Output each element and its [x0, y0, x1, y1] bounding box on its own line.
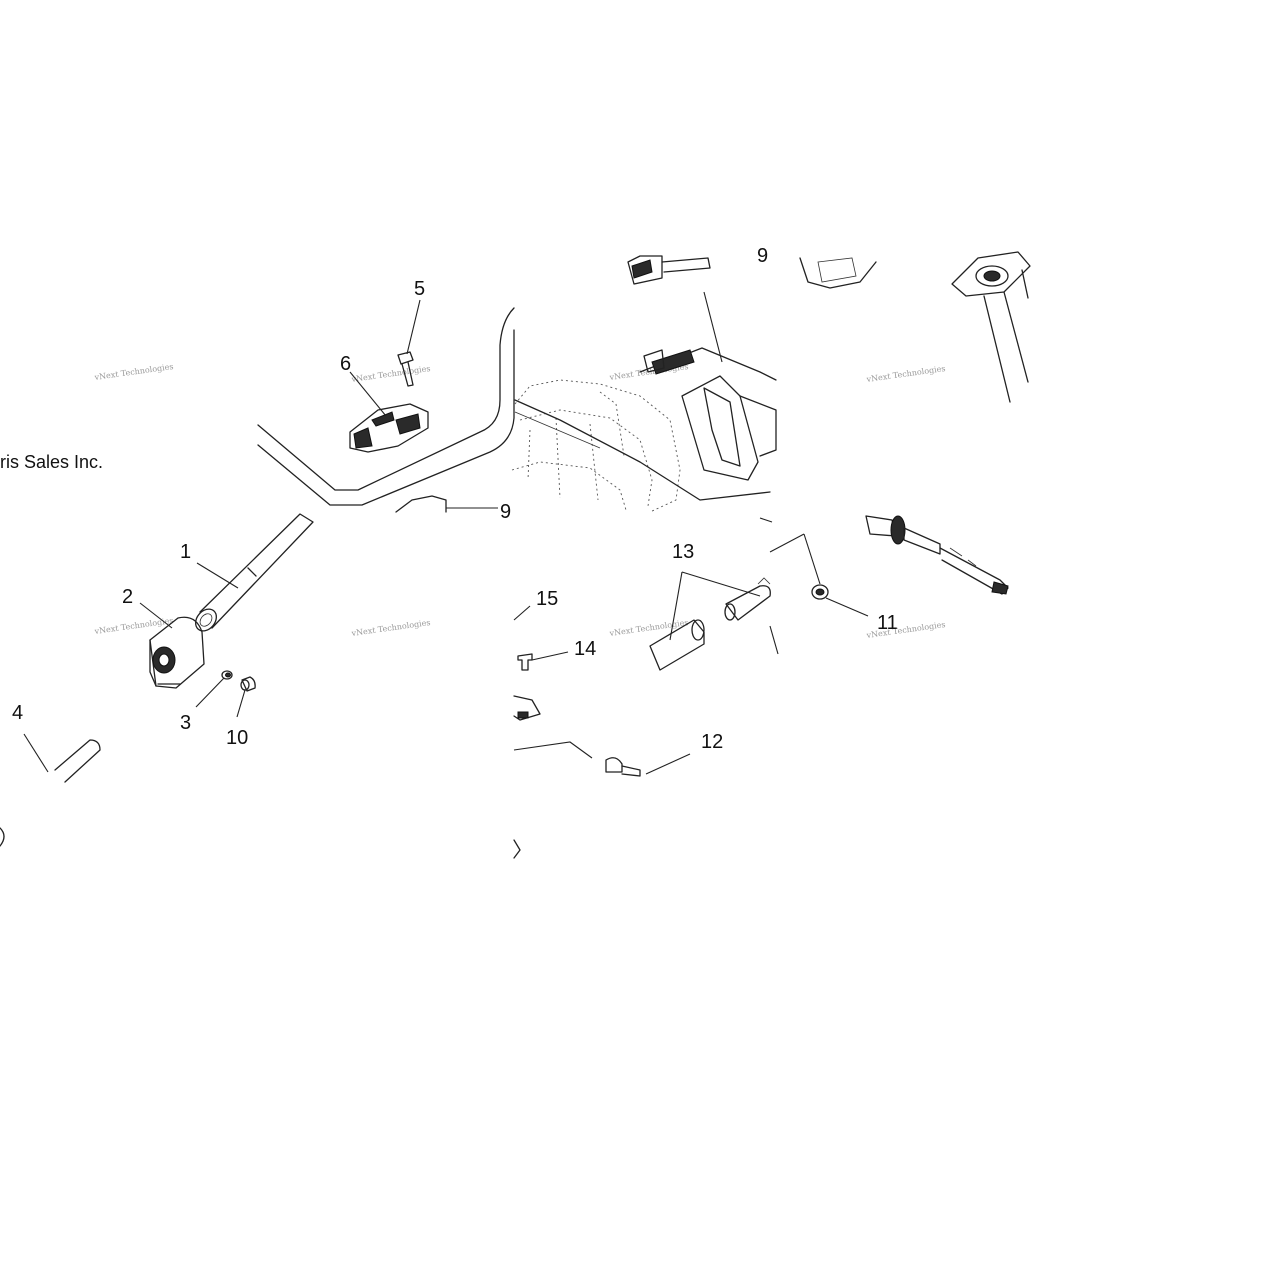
top-bracket [627, 255, 663, 285]
part-13-sleeve [649, 577, 771, 671]
frame-tube-inner [257, 329, 515, 506]
callout-6: 6 [340, 353, 351, 375]
watermark: vNext Technologies [93, 362, 174, 382]
steering-column [951, 251, 1031, 403]
callout-9-right: 9 [757, 245, 768, 267]
part-14-pin [517, 653, 533, 671]
watermark: vNext Technologies [93, 616, 174, 636]
bracket-stub [395, 495, 447, 513]
edge-fragment [513, 839, 521, 859]
top-center-block-detail [817, 257, 857, 283]
part-6-clamp-block [349, 403, 429, 453]
callout-12: 12 [701, 731, 723, 753]
top-bracket-slot [631, 259, 653, 279]
watermark: vNext Technologies [350, 364, 431, 384]
leader-lines-right [513, 291, 869, 775]
callout-4: 4 [12, 702, 23, 724]
left-panel [0, 307, 515, 847]
chassis-body [511, 379, 771, 513]
part-2-bushing-housing [149, 616, 205, 689]
watermark: vNext Technologies [608, 618, 689, 638]
watermark: vNext Technologies [865, 364, 946, 384]
frame-tube-outer [257, 307, 515, 491]
top-center-block [799, 257, 877, 289]
part-3-small-bushing [221, 670, 233, 680]
plate-fragment-slot [517, 711, 529, 719]
part-1-shaft [195, 513, 314, 632]
callout-14: 14 [574, 638, 596, 660]
callout-3: 3 [180, 712, 191, 734]
part-12-bolt [605, 757, 641, 777]
callout-5: 5 [414, 278, 425, 300]
callout-11: 11 [877, 612, 898, 634]
callout-2: 2 [122, 586, 133, 608]
plate-fragment [513, 695, 541, 721]
part-10-cap [240, 676, 256, 692]
top-bracket-arm [661, 257, 711, 273]
callout-9-left: 9 [500, 501, 511, 523]
right-panel [511, 251, 1031, 859]
callout-1: 1 [180, 541, 191, 563]
copyright-text: ris Sales Inc. [0, 452, 103, 472]
leader-lines-left [23, 299, 498, 773]
watermark: vNext Technologies [350, 618, 431, 638]
part-5-bolt [397, 351, 414, 387]
column-support-bracket [639, 347, 777, 481]
shift-linkage [865, 515, 1009, 595]
callout-10: 10 [226, 727, 248, 749]
callout-13: 13 [672, 541, 694, 563]
part-11-nut [811, 584, 829, 600]
callout-labels: 1 2 3 4 5 6 9 9 10 11 12 13 14 15 [12, 245, 898, 753]
callout-15: 15 [536, 588, 558, 610]
part-4-shaft [0, 739, 101, 847]
